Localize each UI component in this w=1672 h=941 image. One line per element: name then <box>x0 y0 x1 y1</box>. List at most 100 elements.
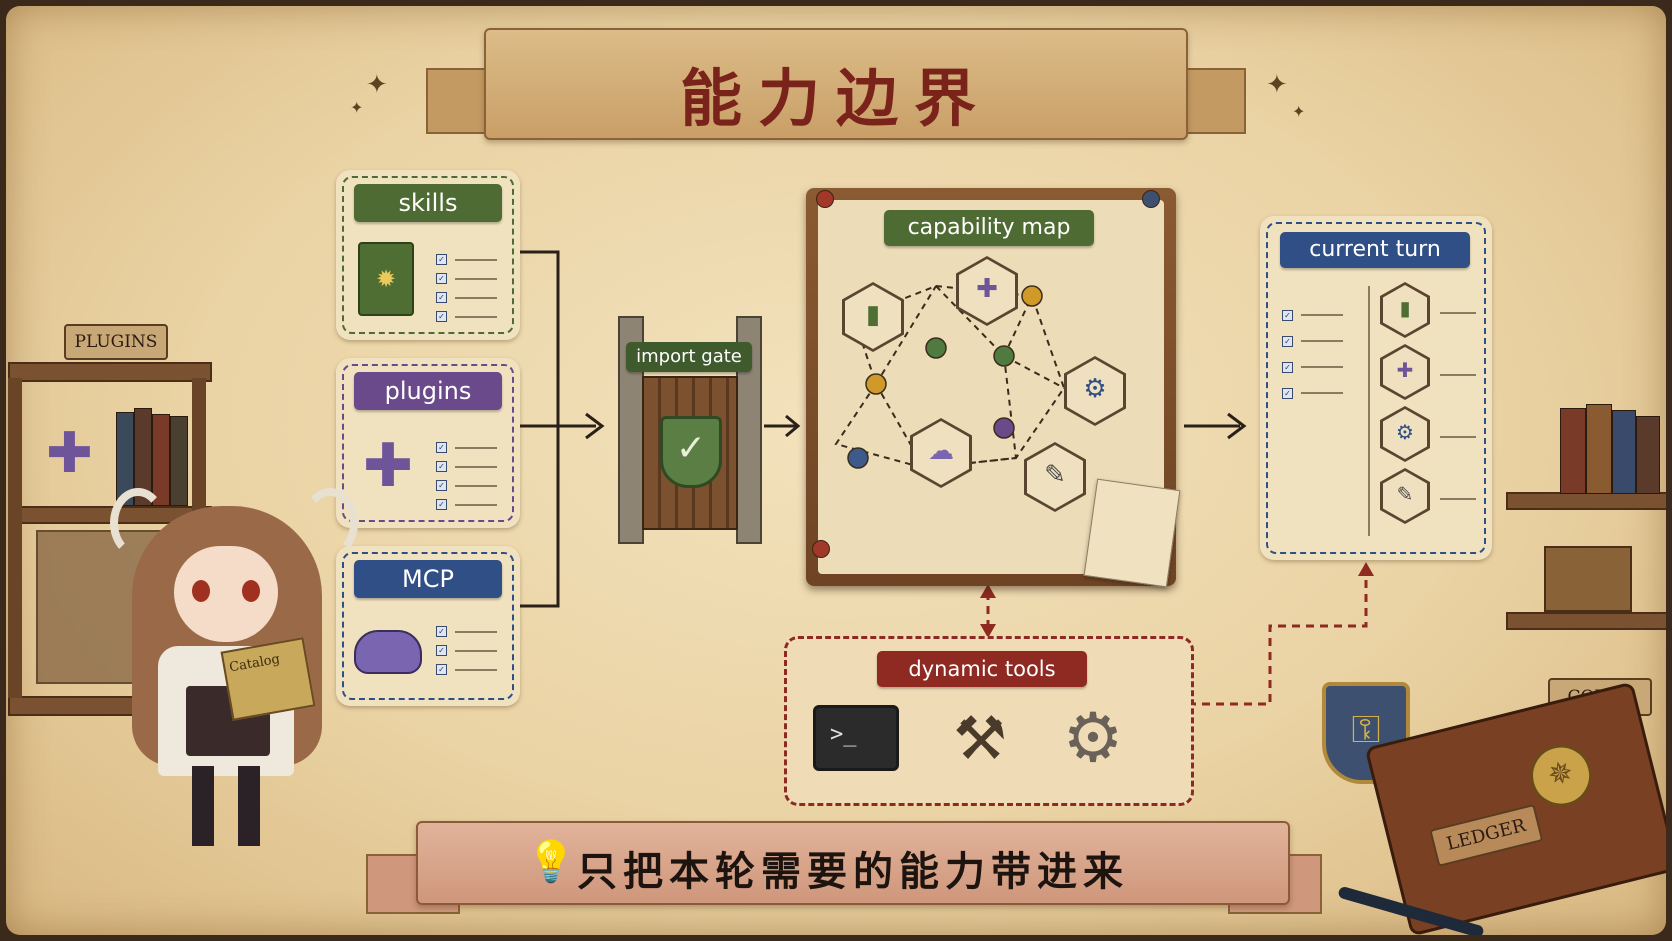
item-lines <box>1440 302 1476 512</box>
checklist: ✓ ✓ ✓ ✓ <box>1282 302 1343 406</box>
footer-text: 只把本轮需要的能力带进来 <box>577 849 1129 895</box>
plugins-card[interactable]: plugins ✚ ✓ ✓ ✓ ✓ <box>336 358 520 528</box>
check-icon: ✓ <box>436 311 447 322</box>
import-gate[interactable]: ✓ import gate <box>618 306 768 546</box>
check-icon: ✓ <box>436 461 447 472</box>
character-horn <box>110 488 166 558</box>
cloud-icon <box>354 630 422 674</box>
card-border <box>1266 222 1486 554</box>
character-eye <box>242 580 260 602</box>
turn-hex-gear[interactable]: ⚙ <box>1380 406 1430 462</box>
sparkle-icon: ✦ <box>1292 102 1306 121</box>
puzzle-icon: ✚ <box>976 274 998 304</box>
gear-icon: ⚙ <box>1083 374 1107 404</box>
gear-icon: ⚙ <box>1062 699 1124 778</box>
arrow-head <box>785 414 801 438</box>
parchment-background: 能力边界 ✦ ✦ ✦ ✦ skills ✹ ✓ ✓ ✓ ✓ plugins ✚ … <box>6 6 1666 935</box>
wrench-icon: ✎ <box>1044 460 1066 490</box>
merge-bracket <box>520 250 560 608</box>
shelf-top-right <box>1506 492 1666 510</box>
toolbox <box>1544 546 1632 612</box>
check-icon: ✓ <box>1282 387 1293 399</box>
skills-label: skills <box>354 184 502 222</box>
puzzle-icon: ✚ <box>362 431 414 501</box>
map-label: capability map <box>884 210 1094 246</box>
gear-icon: ⚙ <box>1396 420 1414 444</box>
check-icon: ✓ <box>436 292 447 303</box>
divider <box>1368 286 1370 536</box>
check-icon: ✓ <box>436 645 447 656</box>
checklist: ✓ ✓ ✓ ✓ <box>436 250 497 326</box>
turn-hex-book[interactable]: ▮ <box>1380 282 1430 338</box>
terminal-icon: >_ <box>813 705 899 771</box>
cloud-icon: ☁ <box>928 436 954 466</box>
book-icon: ✹ <box>358 242 414 316</box>
turn-label: current turn <box>1280 232 1470 268</box>
character-face <box>174 546 278 642</box>
checklist: ✓ ✓ ✓ <box>436 622 497 679</box>
dynamic-tools-panel[interactable]: dynamic tools >_ ⚒ ⚙ <box>784 636 1194 806</box>
title-banner: 能力边界 <box>484 28 1188 140</box>
compass-icon: ✵ <box>1523 737 1599 814</box>
lightbulb-icon: 💡 <box>526 839 576 885</box>
checklist: ✓ ✓ ✓ ✓ <box>436 438 497 514</box>
check-icon: ✓ <box>1282 335 1293 347</box>
wrench-icon: ✎ <box>1396 482 1414 506</box>
mcp-label: MCP <box>354 560 502 598</box>
sparkle-icon: ✦ <box>1266 70 1288 100</box>
gate-label: import gate <box>626 342 752 372</box>
check-icon: ✓ <box>436 254 447 265</box>
plugins-sign: PLUGINS <box>64 324 168 360</box>
book <box>170 416 188 506</box>
shelf-top <box>8 362 212 382</box>
current-turn-card[interactable]: current turn ✓ ✓ ✓ ✓ ▮ ✚ ⚙ ✎ <box>1260 216 1492 560</box>
ledger-sign: LEDGER <box>1429 803 1544 867</box>
check-icon: ✓ <box>436 273 447 284</box>
character-leg <box>238 766 260 846</box>
skills-card[interactable]: skills ✹ ✓ ✓ ✓ ✓ <box>336 170 520 340</box>
page-title: 能力边界 <box>679 62 992 135</box>
pin-icon <box>1142 190 1160 208</box>
check-icon: ✓ <box>436 626 447 637</box>
book <box>1612 410 1636 494</box>
shelf-side <box>8 378 22 698</box>
catalog-book: Catalog <box>220 637 316 721</box>
sparkle-icon: ✦ <box>366 70 388 100</box>
check-icon: ✓ <box>436 480 447 491</box>
turn-hex-wrench[interactable]: ✎ <box>1380 468 1430 524</box>
puzzle-icon: ✚ <box>1396 358 1414 382</box>
sparkle-icon: ✦ <box>350 98 364 117</box>
book-icon: ▮ <box>865 300 881 330</box>
shelf-middle-right <box>1506 612 1666 630</box>
check-icon: ✓ <box>436 664 447 675</box>
card-border <box>342 552 514 700</box>
book-icon: ▮ <box>1399 296 1411 320</box>
book <box>1636 416 1660 494</box>
book <box>1586 404 1612 494</box>
character-eye <box>192 580 210 602</box>
check-icon: ✓ <box>1282 309 1293 321</box>
book <box>1560 408 1586 494</box>
pin-icon <box>816 190 834 208</box>
map-network <box>834 284 1066 470</box>
character-illustration: Catalog <box>106 476 358 856</box>
check-icon: ✓ <box>1282 361 1293 373</box>
check-icon: ✓ <box>436 499 447 510</box>
map-hex-gear[interactable]: ⚙ <box>1064 356 1126 426</box>
hammer-wrench-icon: ⚒ <box>953 704 1007 774</box>
arrow-head <box>1227 412 1247 440</box>
card-border <box>342 176 514 334</box>
puzzle-icon: ✚ <box>46 421 93 486</box>
map-hex-wrench[interactable]: ✎ <box>1024 442 1086 512</box>
check-icon: ✓ <box>436 442 447 453</box>
footer-banner: 💡 只把本轮需要的能力带进来 <box>416 821 1290 905</box>
tools-label: dynamic tools <box>877 651 1087 687</box>
capability-map-board[interactable]: capability map ▮ ✚ ⚙ ☁ ✎ <box>806 188 1176 586</box>
turn-hex-puzzle[interactable]: ✚ <box>1380 344 1430 400</box>
mcp-card[interactable]: MCP ✓ ✓ ✓ <box>336 546 520 706</box>
character-horn <box>302 488 358 558</box>
plugins-label: plugins <box>354 372 502 410</box>
character-leg <box>192 766 214 846</box>
card-border <box>342 364 514 522</box>
pin-icon <box>812 540 830 558</box>
